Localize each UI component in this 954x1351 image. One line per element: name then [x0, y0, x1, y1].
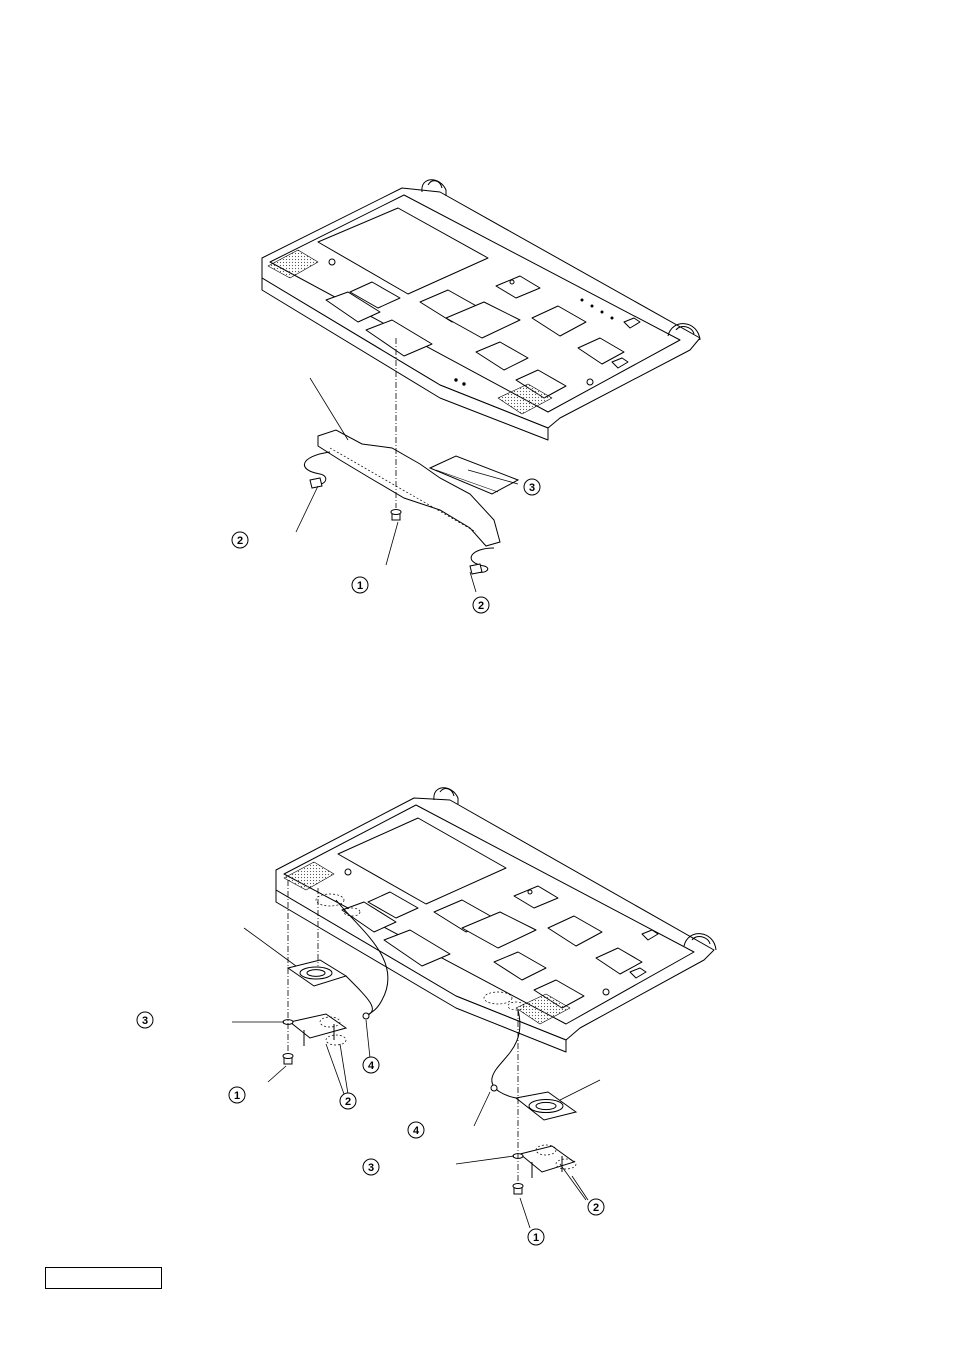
- callout-fig2-right-hooks: 2: [588, 1199, 604, 1215]
- figure-2-keyboard-frame: [276, 788, 716, 1052]
- callout-fig2-right-hooks-number: 2: [593, 1202, 599, 1214]
- callout-fig2-left-wire: 4: [363, 1057, 379, 1073]
- callout-fig1-cable-left: 2: [232, 532, 248, 548]
- callout-fig1-flex-cable-number: 3: [529, 482, 535, 494]
- callout-fig2-right-wire: 4: [408, 1122, 424, 1138]
- callout-fig1-screw: 1: [352, 577, 368, 593]
- callout-fig2-left-screw-number: 1: [234, 1090, 240, 1102]
- callout-fig2-left-hooks-number: 2: [345, 1096, 351, 1108]
- callout-fig2-right-screw-number: 1: [533, 1232, 539, 1244]
- callout-fig2-left-hooks: 2: [340, 1093, 356, 1109]
- callout-fig1-cable-left-number: 2: [237, 535, 243, 547]
- figure-2-right-leader-lines: [456, 1010, 600, 1228]
- figure-1-switch-board: [304, 430, 518, 574]
- callout-fig2-left-washer: 3: [137, 1012, 153, 1028]
- page-footer-box: [45, 1267, 162, 1289]
- callout-fig1-cable-right: 2: [473, 597, 489, 613]
- callout-fig1-flex-cable: 3: [524, 479, 540, 495]
- callout-fig1-cable-right-number: 2: [478, 600, 484, 612]
- callout-fig2-right-wire-number: 4: [413, 1125, 420, 1137]
- callout-fig2-right-washer: 3: [363, 1159, 379, 1175]
- callout-fig2-left-washer-number: 3: [142, 1015, 148, 1027]
- figure-1-keyboard-frame: [262, 180, 700, 440]
- callout-fig2-left-wire-number: 4: [368, 1060, 375, 1072]
- callout-fig2-right-washer-number: 3: [368, 1162, 374, 1174]
- callout-fig1-screw-number: 1: [357, 580, 363, 592]
- callout-fig2-right-screw: 1: [528, 1229, 544, 1245]
- callout-fig2-left-screw: 1: [229, 1087, 245, 1103]
